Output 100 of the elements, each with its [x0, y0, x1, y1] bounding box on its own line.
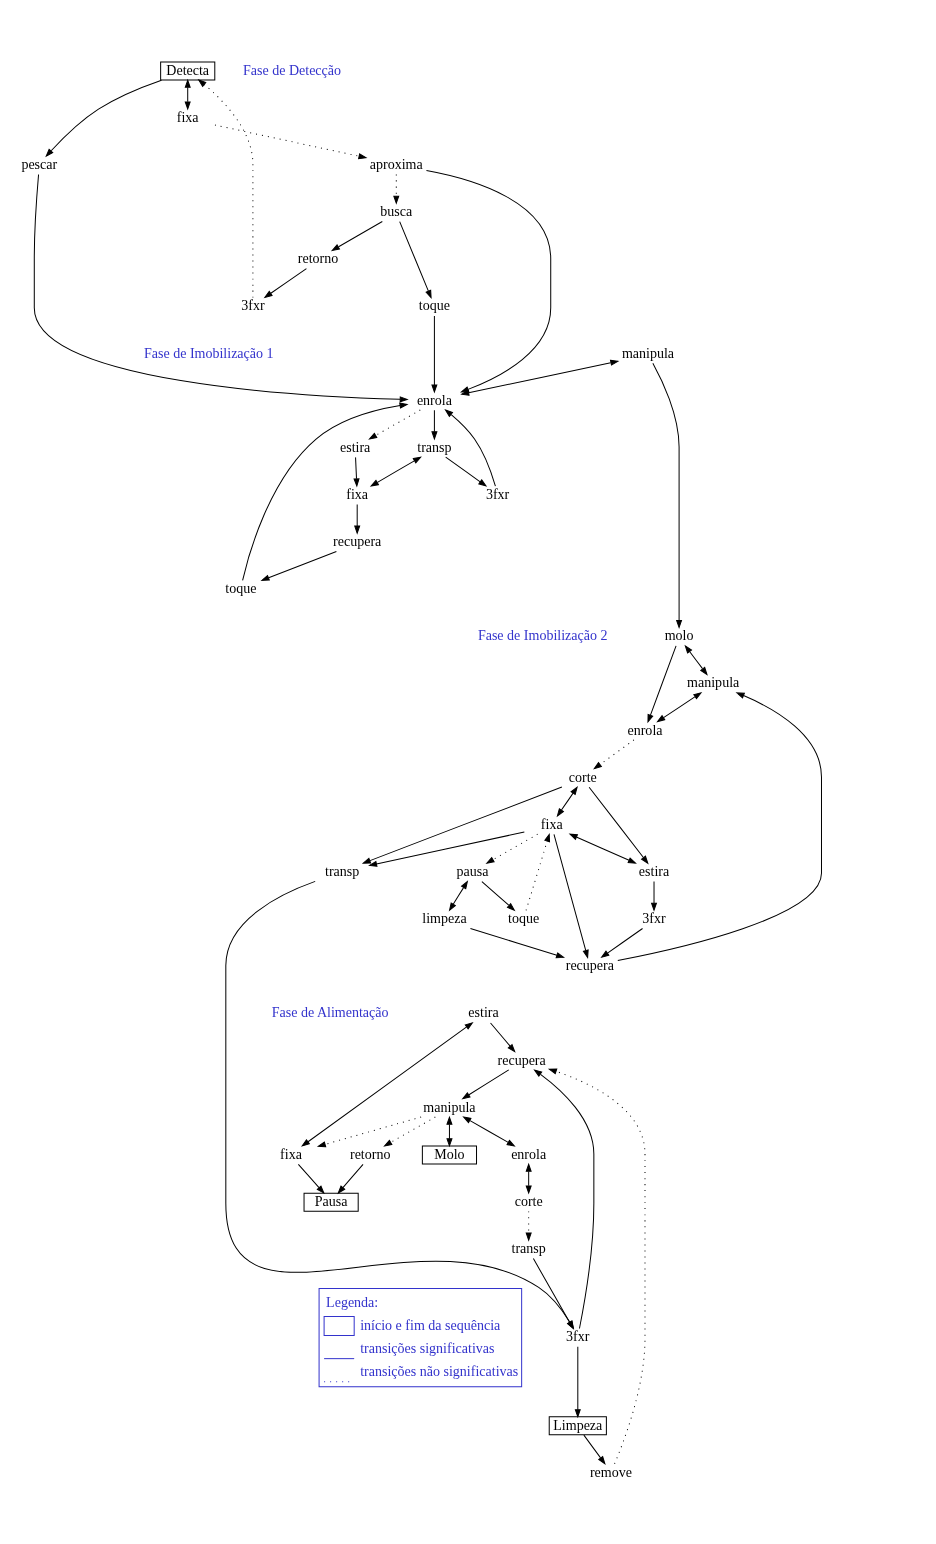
node-box: Molo	[421, 1145, 477, 1165]
arrow	[469, 928, 565, 959]
node-text: corte	[514, 1192, 543, 1209]
node-text: pausa	[456, 862, 489, 879]
node-text: toque	[418, 297, 450, 314]
node-text: limpeza	[422, 910, 467, 927]
arrow	[45, 79, 162, 157]
arrow	[583, 1434, 606, 1465]
label: Fase de Imobilização 1	[143, 344, 274, 361]
arrow	[593, 739, 635, 770]
node-text: recupera	[565, 957, 614, 974]
node-text: enrola	[416, 391, 452, 408]
node-text: fixa	[176, 108, 199, 125]
node-box: Limpeza	[548, 1416, 607, 1436]
node-text: estira	[468, 1004, 499, 1021]
arrow	[225, 880, 574, 1329]
arrow	[525, 1211, 532, 1241]
node-text: retorno	[297, 250, 339, 267]
arrow	[369, 409, 421, 440]
node-text: recupera	[333, 533, 382, 550]
arrow	[486, 833, 539, 864]
node-text: toque	[225, 580, 257, 597]
arrow	[490, 1022, 516, 1053]
node-text: retorno	[349, 1145, 391, 1162]
arrow	[617, 692, 822, 962]
node-box: Pausa	[303, 1192, 359, 1212]
arrow	[184, 79, 191, 110]
arrow	[431, 315, 438, 393]
node-text: fixa	[540, 815, 563, 832]
arrow	[353, 456, 360, 487]
arrow	[651, 881, 657, 911]
label: Fase de Alimentação	[271, 1004, 389, 1021]
legend-label: início e fim da sequência	[360, 1316, 501, 1333]
node-text: transp	[417, 438, 452, 455]
arrow	[242, 402, 408, 581]
arrow	[446, 1116, 453, 1147]
node-text: estira	[638, 862, 670, 879]
arrow	[370, 456, 422, 487]
arrow	[556, 786, 578, 817]
node-text: fixa	[346, 485, 369, 502]
arrow	[588, 786, 649, 864]
node-text: busca	[380, 203, 413, 220]
arrow	[264, 268, 307, 298]
label: Fase de Detecção	[242, 61, 342, 78]
arrow	[337, 1163, 364, 1194]
arrow	[601, 928, 644, 958]
node-text: 3fxr	[642, 910, 666, 927]
node-text: manipula	[423, 1098, 476, 1115]
label: Fase de Imobilização 2	[477, 627, 608, 644]
node-text: pescar	[21, 156, 58, 173]
arrow	[652, 362, 683, 628]
arrow	[462, 1069, 510, 1100]
arrow	[463, 1116, 515, 1147]
node-text: toque	[508, 910, 540, 927]
arrow	[297, 1163, 325, 1194]
node-box: Detecta	[160, 61, 216, 81]
arrow	[684, 645, 708, 676]
legend-label: transições não significativas	[360, 1362, 519, 1379]
arrow	[369, 831, 525, 867]
node-text: manipula	[621, 344, 675, 361]
arrow	[525, 1163, 532, 1194]
node-text: molo	[664, 627, 694, 644]
arrow	[384, 1116, 436, 1147]
arrow	[301, 1022, 473, 1147]
arrow	[449, 881, 468, 911]
node-text: estira	[340, 438, 371, 455]
arrow	[431, 409, 438, 440]
node-text: 3fxr	[566, 1328, 590, 1345]
arrow	[481, 881, 515, 911]
arrow	[399, 221, 432, 299]
node-text: 3fxr	[485, 485, 510, 502]
arrow	[647, 645, 677, 723]
node-text: fixa	[280, 1145, 302, 1162]
arrow	[574, 1346, 581, 1418]
arrow	[317, 1116, 422, 1148]
node-text: aproxima	[369, 156, 423, 173]
node-text: corte	[568, 768, 597, 785]
arrow	[445, 456, 487, 487]
legend-label: transições significativas	[360, 1339, 495, 1356]
node-text: enrola	[627, 721, 663, 738]
arrow	[214, 124, 367, 160]
node-text: transp	[325, 862, 360, 879]
node-text: recupera	[497, 1051, 546, 1068]
arrow	[569, 833, 637, 864]
arrow	[532, 1258, 574, 1329]
arrow	[534, 1069, 595, 1329]
node-text: enrola	[511, 1145, 547, 1162]
node-text: manipula	[687, 674, 740, 691]
arrow	[553, 833, 589, 958]
arrow	[261, 550, 337, 581]
arrow	[362, 786, 563, 864]
arrow	[198, 79, 254, 299]
arrow	[445, 409, 496, 487]
arrow	[548, 1068, 646, 1465]
label: Legenda:	[326, 1293, 379, 1310]
arrow	[657, 692, 702, 723]
arrow	[331, 221, 383, 251]
node-text: transp	[511, 1240, 546, 1257]
arrow	[33, 173, 408, 403]
arrow	[354, 504, 361, 534]
